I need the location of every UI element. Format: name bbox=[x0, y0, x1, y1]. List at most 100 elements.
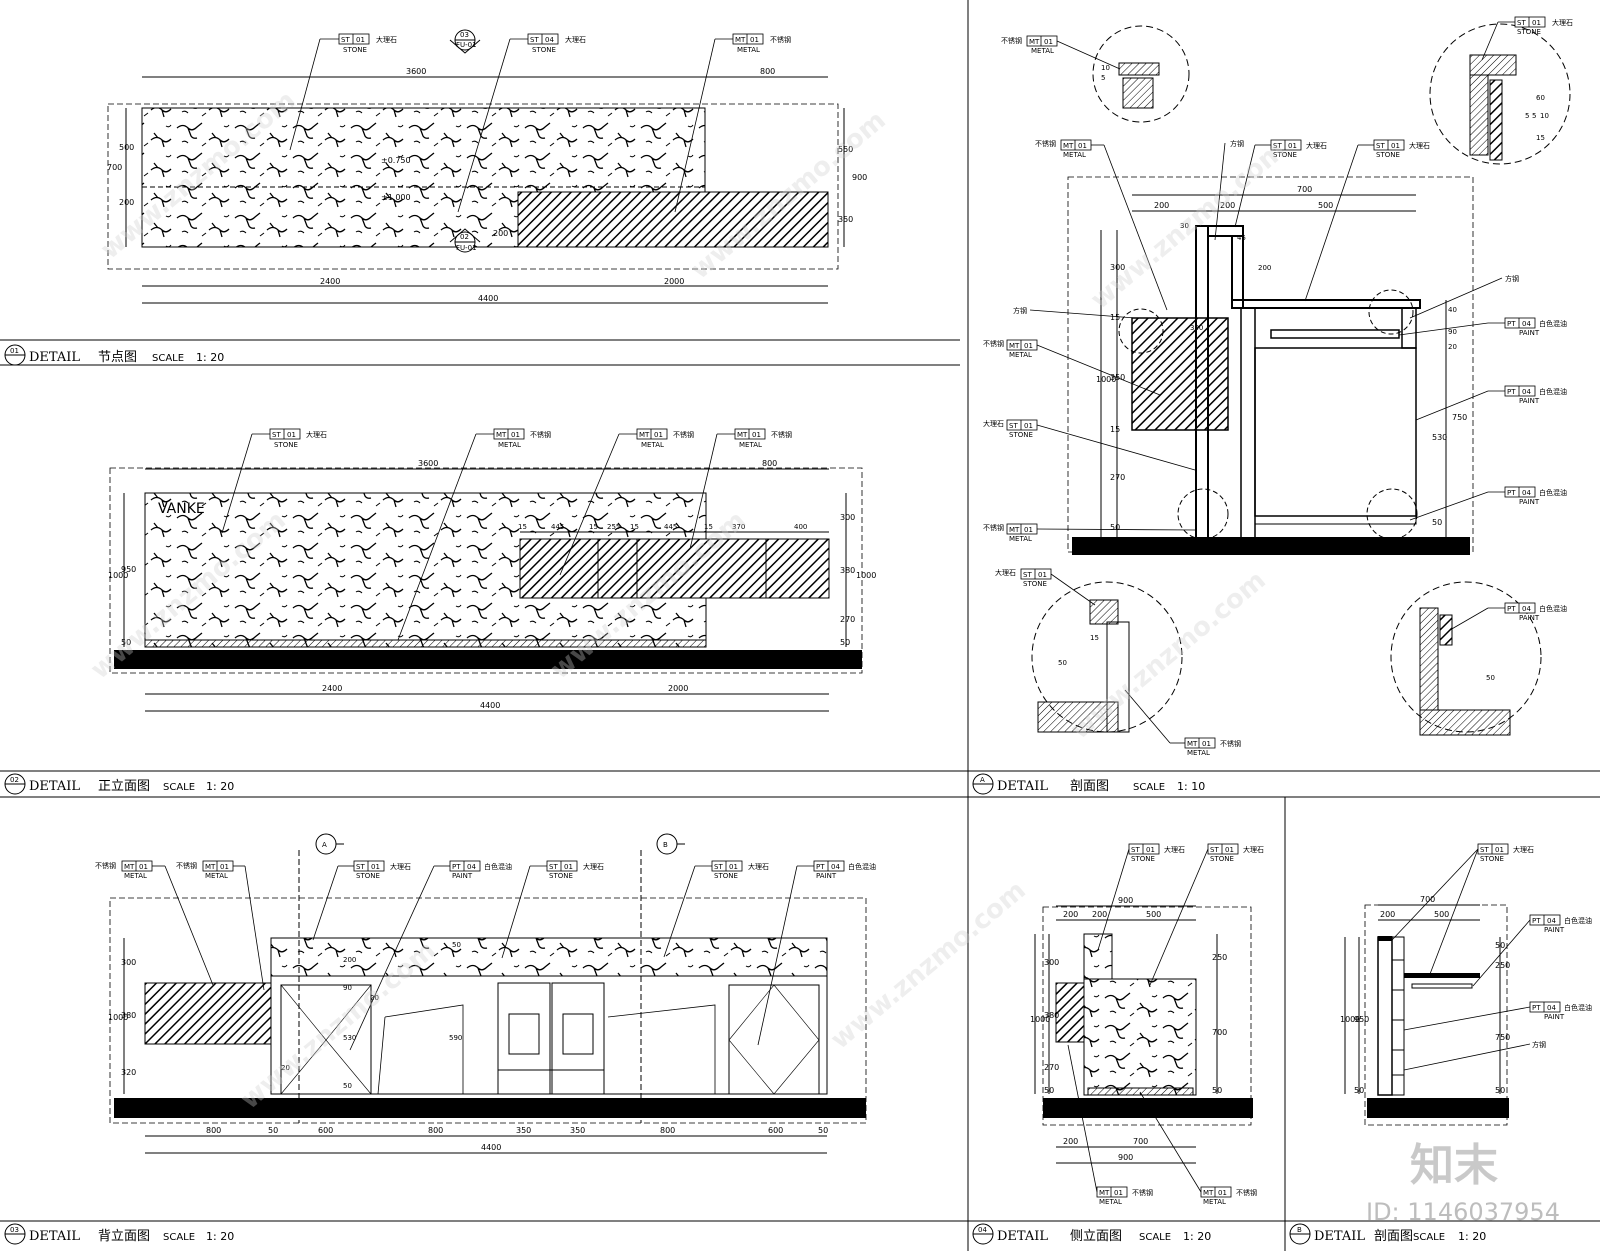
svg-text:500: 500 bbox=[1146, 910, 1161, 919]
svg-text:04: 04 bbox=[831, 863, 840, 871]
svg-text:剖面图: 剖面图 bbox=[1070, 779, 1109, 794]
svg-text:200: 200 bbox=[1092, 910, 1107, 919]
svg-text:大理石: 大理石 bbox=[995, 568, 1016, 577]
svg-text:50: 50 bbox=[343, 1082, 352, 1090]
svg-text:50: 50 bbox=[452, 941, 461, 949]
svg-text:A: A bbox=[980, 776, 985, 784]
dim-text: 900 bbox=[852, 173, 867, 182]
svg-text:380: 380 bbox=[840, 566, 855, 575]
svg-text:2400: 2400 bbox=[322, 684, 342, 693]
svg-text:01: 01 bbox=[287, 431, 296, 439]
svg-text:30: 30 bbox=[1180, 222, 1189, 230]
svg-text:50: 50 bbox=[1058, 659, 1067, 667]
svg-text:大理石: 大理石 bbox=[1243, 845, 1264, 854]
svg-text:01: 01 bbox=[356, 36, 365, 44]
svg-text:不锈钢: 不锈钢 bbox=[1035, 139, 1056, 148]
tag-fanggang: 方钢 bbox=[1013, 306, 1136, 319]
svg-text:METAL: METAL bbox=[737, 46, 760, 54]
svg-text:METAL: METAL bbox=[1187, 749, 1210, 757]
svg-text:SCALE: SCALE bbox=[163, 782, 195, 793]
svg-text:方钢: 方钢 bbox=[1505, 274, 1519, 283]
svg-text:15: 15 bbox=[704, 523, 713, 531]
svg-text:PAINT: PAINT bbox=[1519, 614, 1540, 622]
svg-text:PT: PT bbox=[452, 863, 461, 871]
svg-text:500: 500 bbox=[1434, 910, 1449, 919]
svg-text:300: 300 bbox=[1044, 958, 1059, 967]
svg-text:大理石: 大理石 bbox=[1513, 845, 1534, 854]
svg-text:04: 04 bbox=[1547, 917, 1556, 925]
svg-text:02: 02 bbox=[10, 776, 19, 784]
svg-text:370: 370 bbox=[732, 523, 745, 531]
svg-text:200: 200 bbox=[1258, 264, 1271, 272]
svg-text:STONE: STONE bbox=[1210, 855, 1234, 863]
svg-text:DETAIL: DETAIL bbox=[997, 779, 1048, 794]
svg-text:PAINT: PAINT bbox=[1544, 926, 1565, 934]
svg-text:ST: ST bbox=[1273, 142, 1282, 150]
svg-text:50: 50 bbox=[1354, 1086, 1364, 1095]
svg-text:01: 01 bbox=[220, 863, 229, 871]
svg-text:1000: 1000 bbox=[1340, 1015, 1360, 1024]
panel-title-01: 01 DETAIL 节点图 SCALE 1: 20 bbox=[4, 344, 224, 366]
svg-text:03: 03 bbox=[10, 1226, 19, 1234]
dim-text: 200 bbox=[493, 229, 508, 238]
svg-text:剖面图: 剖面图 bbox=[1374, 1229, 1413, 1244]
svg-text:250: 250 bbox=[1495, 961, 1510, 970]
svg-text:01: 01 bbox=[1078, 142, 1087, 150]
dim-text: 800 bbox=[760, 67, 775, 76]
svg-text:ST: ST bbox=[1480, 846, 1489, 854]
svg-text:01: 01 bbox=[1024, 422, 1033, 430]
svg-text:270: 270 bbox=[840, 615, 855, 624]
svg-text:STONE: STONE bbox=[1273, 151, 1297, 159]
svg-text:B: B bbox=[663, 841, 668, 849]
svg-text:大理石: 大理石 bbox=[983, 419, 1004, 428]
svg-text:20: 20 bbox=[370, 994, 379, 1002]
svg-text:50: 50 bbox=[268, 1126, 278, 1135]
panel-title-03: 03 DETAIL 背立面图 SCALE 1: 20 bbox=[4, 1223, 234, 1245]
svg-text:大理石: 大理石 bbox=[1409, 141, 1430, 150]
svg-text:01: 01 bbox=[1114, 1189, 1123, 1197]
section-marker-A: A bbox=[298, 833, 344, 1123]
dim-text: 500 bbox=[119, 143, 134, 152]
svg-text:METAL: METAL bbox=[205, 872, 228, 880]
svg-text:500: 500 bbox=[1318, 201, 1333, 210]
tag-fanggang: 方钢 bbox=[1409, 274, 1519, 319]
svg-text:01: 01 bbox=[1218, 1189, 1227, 1197]
svg-text:01: 01 bbox=[1288, 142, 1297, 150]
svg-text:1000: 1000 bbox=[1096, 375, 1116, 384]
svg-text:STONE: STONE bbox=[1480, 855, 1504, 863]
svg-text:445: 445 bbox=[664, 523, 677, 531]
svg-text:MT: MT bbox=[639, 431, 650, 439]
svg-text:白色混油: 白色混油 bbox=[848, 862, 876, 871]
svg-text:METAL: METAL bbox=[641, 441, 664, 449]
svg-text:PT: PT bbox=[1507, 489, 1516, 497]
svg-text:1000: 1000 bbox=[108, 571, 128, 580]
svg-text:PT: PT bbox=[1532, 917, 1541, 925]
svg-text:不锈钢: 不锈钢 bbox=[95, 861, 116, 870]
svg-text:530: 530 bbox=[1432, 433, 1447, 442]
callout-02: 02 FU-01 bbox=[449, 228, 481, 253]
svg-text:4400: 4400 bbox=[480, 701, 500, 710]
svg-text:METAL: METAL bbox=[124, 872, 147, 880]
panel-B-section: 700 200 500 1000 950 50 50 250 750 50 ST… bbox=[1289, 843, 1592, 1245]
tag-fanggang: 方钢 bbox=[1214, 139, 1244, 241]
tag-fanggang: 方钢 bbox=[1403, 1040, 1546, 1071]
svg-text:PAINT: PAINT bbox=[1519, 329, 1540, 337]
svg-text:ST: ST bbox=[272, 431, 281, 439]
svg-text:MT: MT bbox=[1099, 1189, 1110, 1197]
level-text: ±1.000 bbox=[381, 193, 411, 202]
svg-text:白色混油: 白色混油 bbox=[1539, 488, 1567, 497]
svg-text:01: 01 bbox=[10, 347, 19, 355]
svg-text:STONE: STONE bbox=[343, 46, 367, 54]
svg-text:04: 04 bbox=[978, 1226, 987, 1234]
